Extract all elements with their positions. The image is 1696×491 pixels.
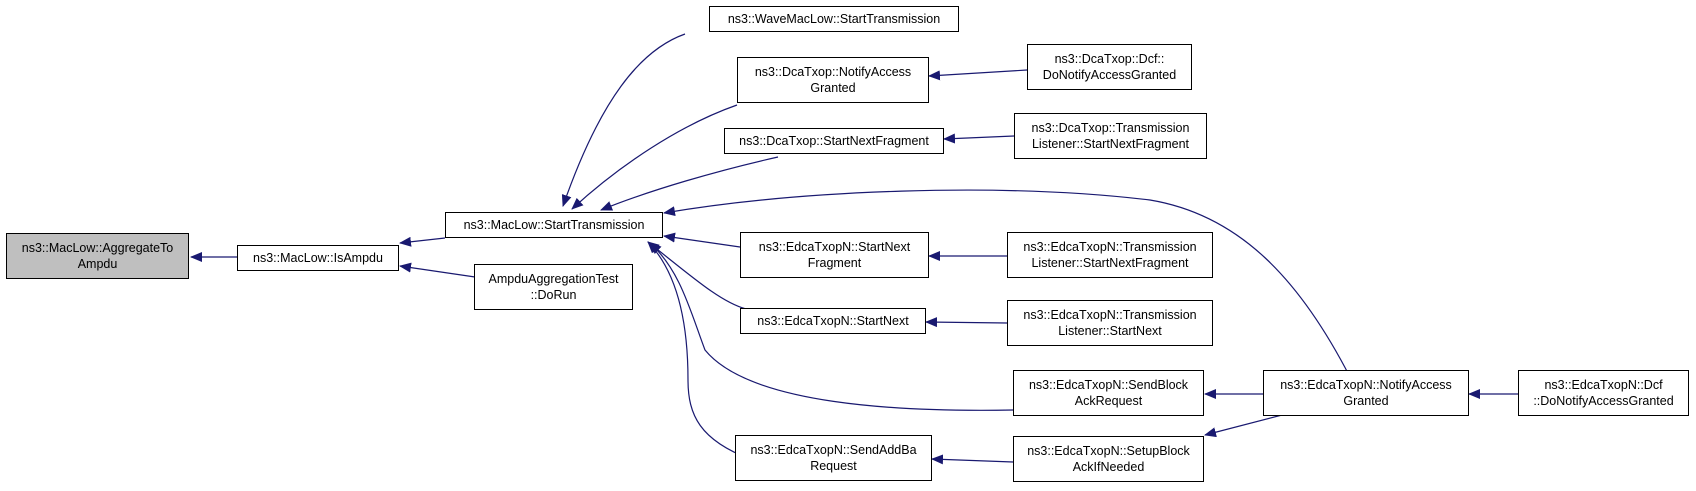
node-label-line: ::DoNotifyAccessGranted	[1533, 394, 1674, 408]
edge-edca-startnext-to-starttransmission	[647, 241, 747, 310]
node-label-line: Listener::StartNext	[1058, 324, 1162, 338]
node-dcatxop-dcf-do-notify-access-granted[interactable]: ns3::DcaTxop::Dcf::DoNotifyAccessGranted	[1027, 44, 1192, 90]
node-label-line: ns3::MacLow::AggregateTo	[21, 241, 174, 255]
edge-dcf-donotify-to-dcatxop-notifyaccessgranted	[928, 69, 1028, 81]
edge-dcatxop-startnextfragment-to-starttransmission	[600, 156, 779, 211]
edge-edca-notifyaccessgranted-to-setupblockack	[1204, 414, 1283, 438]
edge-edca-listener-startnext-to-edca-startnext	[925, 317, 1008, 328]
edge-setupblockack-to-sendaddbarequest	[931, 454, 1014, 465]
node-label-line: ns3::EdcaTxopN::NotifyAccess	[1280, 378, 1452, 392]
node-edcatxopn-dcf-do-notify-access-granted[interactable]: ns3::EdcaTxopN::Dcf::DoNotifyAccessGrant…	[1518, 370, 1689, 416]
node-label-line: ns3::EdcaTxopN::SetupBlock	[1027, 444, 1190, 458]
edge-dcatxop-notifyaccessgranted-to-starttransmission	[571, 104, 738, 210]
node-label-line: ns3::EdcaTxopN::StartNext	[757, 314, 909, 328]
edge-edca-sendaddbarequest-to-starttransmission	[647, 241, 751, 460]
edge-dcatxop-listener-to-dcatxop-startnextfragment	[943, 133, 1015, 144]
node-label-line: ns3::MacLow::StartTransmission	[463, 218, 645, 232]
node-label-line: Granted	[1343, 394, 1389, 408]
node-label-line: Granted	[810, 81, 856, 95]
node-label-line: ns3::WaveMacLow::StartTransmission	[727, 12, 941, 26]
node-label-line: ns3::DcaTxop::Transmission	[1031, 121, 1190, 135]
node-label-line: Fragment	[807, 256, 862, 270]
node-label-line: ns3::MacLow::IsAmpdu	[253, 251, 383, 265]
node-label-line: ns3::EdcaTxopN::Transmission	[1023, 308, 1197, 322]
node-label-line: DoNotifyAccessGranted	[1042, 68, 1177, 82]
node-is-ampdu[interactable]: ns3::MacLow::IsAmpdu	[237, 245, 399, 271]
node-maclow-start-transmission[interactable]: ns3::MacLow::StartTransmission	[445, 212, 663, 238]
node-label-line: ns3::DcaTxop::Dcf::	[1054, 52, 1165, 66]
edge-edca-startnextfragment-to-starttransmission	[663, 232, 741, 248]
node-label-line: AckIfNeeded	[1072, 460, 1145, 474]
node-edcatxopn-start-next[interactable]: ns3::EdcaTxopN::StartNext	[740, 308, 926, 334]
node-label-line: ns3::EdcaTxopN::SendBlock	[1028, 378, 1189, 392]
node-label-line: ns3::EdcaTxopN::Transmission	[1023, 240, 1197, 254]
node-label-line: AckRequest	[1074, 394, 1143, 408]
node-label-line: ns3::DcaTxop::NotifyAccess	[754, 65, 912, 79]
node-label-line: ns3::DcaTxop::StartNextFragment	[739, 134, 929, 148]
node-dcatxop-start-next-fragment[interactable]: ns3::DcaTxop::StartNextFragment	[724, 128, 944, 154]
node-label-line: Ampdu	[77, 257, 118, 271]
node-label-line: Request	[810, 459, 857, 473]
node-label-line: Listener::StartNextFragment	[1031, 137, 1189, 151]
edge-edca-sendblockackrequest-to-starttransmission	[649, 242, 1014, 411]
node-label-line: ns3::EdcaTxopN::SendAddBa	[750, 443, 917, 457]
node-label-line: Listener::StartNextFragment	[1031, 256, 1189, 270]
node-wavemaclow-start-transmission[interactable]: ns3::WaveMacLow::StartTransmission	[709, 6, 959, 32]
edge-dorun-to-isampdu	[399, 262, 476, 278]
edge-starttransmission-to-isampdu	[399, 236, 446, 247]
edge-edca-notifyaccessgranted-to-starttransmission	[663, 189, 1351, 378]
edge-wavemaclow-to-starttransmission	[561, 33, 686, 207]
node-label-line: ns3::EdcaTxopN::StartNext	[758, 240, 911, 254]
node-ampdu-aggregation-test-dorun[interactable]: AmpduAggregationTest::DoRun	[474, 264, 633, 310]
node-label-line: ::DoRun	[530, 288, 577, 302]
node-label-line: AmpduAggregationTest	[488, 272, 619, 286]
node-label-line: ns3::EdcaTxopN::Dcf	[1544, 378, 1663, 392]
